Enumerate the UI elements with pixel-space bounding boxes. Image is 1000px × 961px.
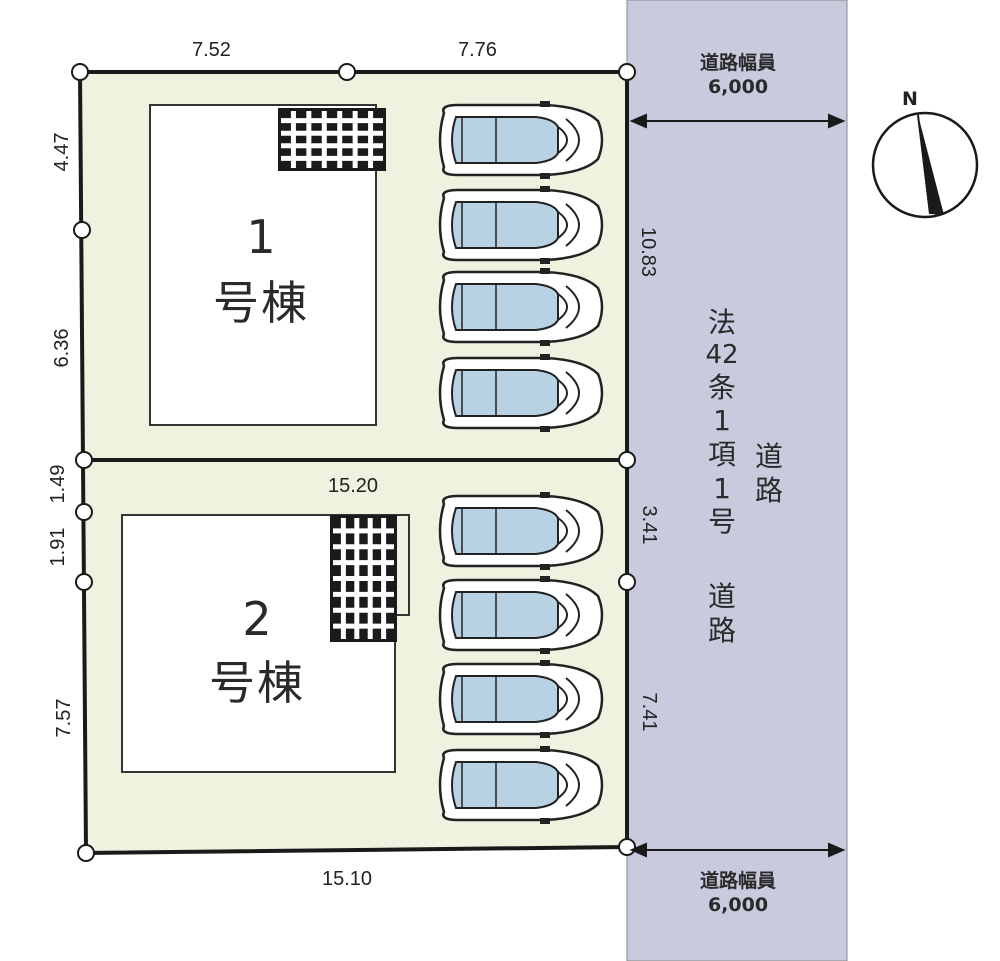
- lot-1-name: 号棟: [213, 276, 309, 330]
- compass: [871, 111, 979, 219]
- lot-1-number: 1: [246, 210, 276, 264]
- dim-top-right: 7.76: [458, 39, 497, 61]
- boundary-markers: [71, 63, 636, 862]
- dim-divider: 15.20: [328, 475, 378, 497]
- road-width-bottom: 道路幅員 6,000: [648, 870, 828, 918]
- parked-car-icon: [438, 354, 604, 432]
- road-width-value: 6,000: [707, 75, 769, 98]
- balcony-grid-2: [330, 514, 410, 642]
- compass-needle-icon: [918, 115, 944, 215]
- parked-car-icon: [438, 268, 604, 346]
- dim-right-2a: 3.41: [638, 506, 660, 545]
- dim-left-1b: 6.36: [51, 329, 73, 368]
- parked-car-icon: [438, 746, 604, 824]
- lot-2-number: 2: [242, 592, 272, 646]
- dim-left-1a: 4.47: [51, 133, 73, 172]
- parked-car-icon: [438, 576, 604, 654]
- dim-right-2b: 7.41: [638, 693, 660, 732]
- road-width-label-bottom: 道路幅員: [699, 870, 776, 892]
- dim-right-1: 10.83: [637, 227, 659, 277]
- dim-left-2a: 1.49: [47, 465, 69, 504]
- road-width-top: 道路幅員 6,000: [648, 52, 828, 100]
- road-width-arrows: [629, 113, 846, 858]
- dim-left-2c: 7.57: [53, 699, 75, 738]
- parked-car-icon: [438, 660, 604, 738]
- road-area: [626, 0, 848, 961]
- parking-cars: [438, 101, 604, 824]
- dim-top-left: 7.52: [192, 39, 231, 61]
- compass-north-label: N: [902, 88, 918, 110]
- road-width-value-bottom: 6,000: [707, 893, 769, 916]
- road-classification-col3: 道路: [707, 580, 736, 647]
- dim-left-2b: 1.91: [47, 528, 69, 567]
- road-width-label: 道路幅員: [699, 52, 776, 74]
- road-classification-col2: 道路: [754, 440, 783, 507]
- parked-car-icon: [438, 101, 604, 179]
- dim-bottom: 15.10: [322, 868, 372, 890]
- lot-2-name: 号棟: [209, 656, 305, 710]
- parked-car-icon: [438, 186, 604, 264]
- parked-car-icon: [438, 492, 604, 570]
- balcony-grid-1: [278, 108, 386, 171]
